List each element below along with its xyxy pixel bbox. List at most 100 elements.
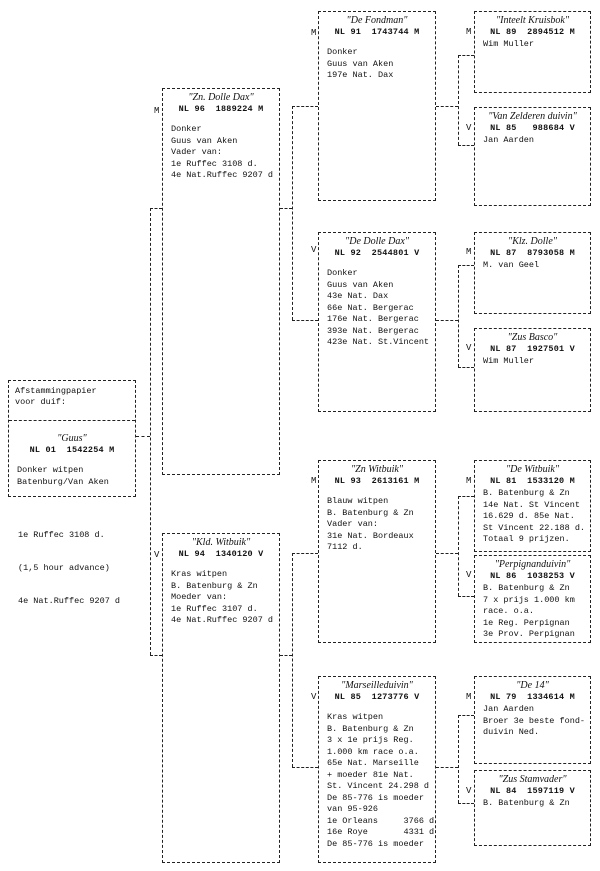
pedigree-header: Afstammingpapier voor duif: bbox=[9, 381, 135, 421]
gg5-line: St Vincent 22.188 d. bbox=[483, 522, 586, 533]
dam-sire-details: Blauw witpen B. Batenburg & Zn Vader van… bbox=[327, 496, 432, 554]
sire-line: 4e Nat.Ruffec 9207 d bbox=[171, 170, 274, 180]
great-grandparent-card-2: "Van Zelderen duivin" NL 85 988684 V Jan… bbox=[474, 107, 591, 206]
result-line: 4e Nat.Ruffec 9207 d bbox=[18, 596, 121, 606]
connector bbox=[280, 655, 292, 656]
connector bbox=[458, 596, 474, 597]
dam-sire-line: 31e Nat. Bordeaux bbox=[327, 530, 414, 541]
gg2-line: Jan Aarden bbox=[483, 135, 535, 145]
gg7-line: duivin Ned. bbox=[483, 727, 540, 737]
gg8-line: B. Batenburg & Zn bbox=[483, 798, 570, 808]
dam-dam-line: De 85-776 is moeder bbox=[327, 838, 424, 849]
sire-dam-line: Guus van Aken bbox=[327, 279, 394, 290]
connector bbox=[292, 767, 318, 768]
dam-dam-line: van 95-926 bbox=[327, 804, 379, 814]
gg6-details: B. Batenburg & Zn 7 x prijs 1.000 km rac… bbox=[483, 583, 587, 641]
gg3-details: M. van Geel bbox=[483, 260, 587, 272]
sire-sire-sex: M bbox=[311, 28, 317, 38]
header-line-1: Afstammingpapier bbox=[15, 386, 97, 396]
connector bbox=[458, 496, 474, 497]
result-line: (1,5 hour advance) bbox=[18, 563, 110, 573]
sire-sire-line: Donker bbox=[327, 47, 358, 57]
gg5-details: B. Batenburg & Zn 14e Nat. St Vincent 16… bbox=[483, 488, 587, 546]
dam-sire-line: 7112 d. bbox=[327, 542, 363, 552]
sire-card: "Zn. Dolle Dax" NL 96 1889224 M Donker G… bbox=[162, 88, 280, 475]
dam-sire-card: "Zn Witbuik" NL 93 2613161 M Blauw witpe… bbox=[318, 460, 436, 643]
dam-sire-sex: M bbox=[311, 476, 317, 486]
connector bbox=[458, 265, 459, 367]
connector bbox=[458, 803, 474, 804]
gg6-line: 7 x prijs 1.000 km bbox=[483, 594, 575, 605]
dam-line: Moeder van: bbox=[171, 592, 228, 602]
dam-card: "Kld. Witbuik" NL 94 1340120 V Kras witp… bbox=[162, 533, 280, 863]
connector bbox=[458, 715, 459, 803]
sire-sire-ring: NL 91 1743744 M bbox=[334, 27, 420, 37]
sire-dam-line: 43e Nat. Dax bbox=[327, 291, 389, 301]
gg6-name: "Perpignanduivin" bbox=[494, 559, 571, 570]
dam-dam-line: 1.000 km race o.a. bbox=[327, 746, 419, 757]
dam-dam-line: 16e Roye 4331 d bbox=[327, 827, 435, 837]
subject-ring: NL 01 1542254 M bbox=[29, 445, 115, 455]
connector bbox=[458, 496, 459, 596]
dam-dam-line: 1e Orleans 3766 d bbox=[327, 815, 435, 826]
gg5-sex: M bbox=[466, 476, 472, 486]
dam-dam-line: 3 x 1e prijs Reg. bbox=[327, 735, 414, 745]
gg5-name: "De Witbuik" bbox=[505, 464, 560, 475]
sire-dam-line: 176e Nat. Bergerac bbox=[327, 314, 419, 324]
dam-dam-sex: V bbox=[311, 692, 317, 702]
sire-sire-details: Donker Guus van Aken 197e Nat. Dax bbox=[327, 47, 432, 82]
gg6-ring: NL 86 1038253 V bbox=[490, 571, 575, 581]
great-grandparent-card-8: "Zus Stamvader" NL 84 1597119 V B. Baten… bbox=[474, 770, 591, 846]
gg4-line: Wim Muller bbox=[483, 356, 535, 366]
connector bbox=[458, 55, 459, 145]
gg1-ring: NL 89 2894512 M bbox=[490, 27, 575, 37]
connector bbox=[436, 106, 458, 107]
dam-dam-line: + moeder 81e Nat. bbox=[327, 769, 414, 780]
sire-dam-sex: V bbox=[311, 245, 317, 255]
connector bbox=[458, 715, 474, 716]
sire-sire-line: Guus van Aken bbox=[327, 58, 394, 69]
gg8-details: B. Batenburg & Zn bbox=[483, 798, 587, 810]
dam-line: 4e Nat.Ruffec 9207 d bbox=[171, 615, 274, 625]
gg5-line: Totaal 9 prijzen. bbox=[483, 534, 570, 544]
gg3-sex: M bbox=[466, 247, 472, 257]
gg6-line: 1e Reg. Perpignan bbox=[483, 617, 570, 628]
sire-dam-line: 66e Nat. Bergerac bbox=[327, 302, 414, 313]
sire-line: 1e Ruffec 3108 d. bbox=[171, 158, 258, 169]
dam-dam-name: "Marseilleduivin" bbox=[341, 680, 413, 691]
gg7-sex: M bbox=[466, 692, 472, 702]
gg5-ring: NL 81 1533120 M bbox=[490, 476, 575, 486]
great-grandparent-card-3: "Klz. Dolle" NL 87 8793058 M M. van Geel bbox=[474, 232, 591, 314]
gg6-line: B. Batenburg & Zn bbox=[483, 583, 570, 593]
dam-name: "Kld. Witbuik" bbox=[191, 537, 251, 548]
dam-dam-line: Kras witpen bbox=[327, 712, 384, 722]
sire-sire-card: "De Fondman" NL 91 1743744 M Donker Guus… bbox=[318, 11, 436, 201]
gg5-line: 16.629 d. 85e Nat. bbox=[483, 511, 575, 521]
great-grandparent-card-4: "Zus Basco" NL 87 1927501 V Wim Muller bbox=[474, 328, 591, 412]
dam-sire-name: "Zn Witbuik" bbox=[350, 464, 403, 475]
gg6-line: 3e Prov. Perpignan bbox=[483, 629, 575, 639]
subject-results: 1e Ruffec 3108 d. (1,5 hour advance) 4e … bbox=[18, 508, 120, 618]
dam-dam-line: De 85-776 is moeder bbox=[327, 792, 424, 803]
connector bbox=[292, 106, 318, 107]
sire-sex: M bbox=[154, 106, 160, 116]
connector bbox=[458, 367, 474, 368]
connector bbox=[292, 553, 318, 554]
dam-line: Kras witpen bbox=[171, 569, 228, 579]
sire-dam-card: "De Dolle Dax" NL 92 2544801 V Donker Gu… bbox=[318, 232, 436, 412]
great-grandparent-card-5: "De Witbuik" NL 81 1533120 M B. Batenbur… bbox=[474, 460, 591, 552]
great-grandparent-card-1: "Inteelt Kruisbok" NL 89 2894512 M Wim M… bbox=[474, 11, 591, 93]
subject-card: Afstammingpapier voor duif: "Guus" NL 01… bbox=[8, 380, 136, 497]
connector bbox=[292, 553, 293, 767]
connector bbox=[436, 553, 458, 554]
subject-details: Donker witpen Batenburg/Van Aken bbox=[17, 465, 132, 488]
gg8-name: "Zus Stamvader" bbox=[498, 774, 567, 785]
connector bbox=[436, 320, 458, 321]
header-line-2: voor duif: bbox=[15, 397, 67, 407]
connector bbox=[436, 767, 458, 768]
subject-name: "Guus" bbox=[57, 433, 87, 444]
gg1-sex: M bbox=[466, 27, 472, 37]
connector bbox=[292, 106, 293, 320]
gg4-ring: NL 87 1927501 V bbox=[490, 344, 575, 354]
dam-dam-line: B. Batenburg & Zn bbox=[327, 723, 414, 734]
